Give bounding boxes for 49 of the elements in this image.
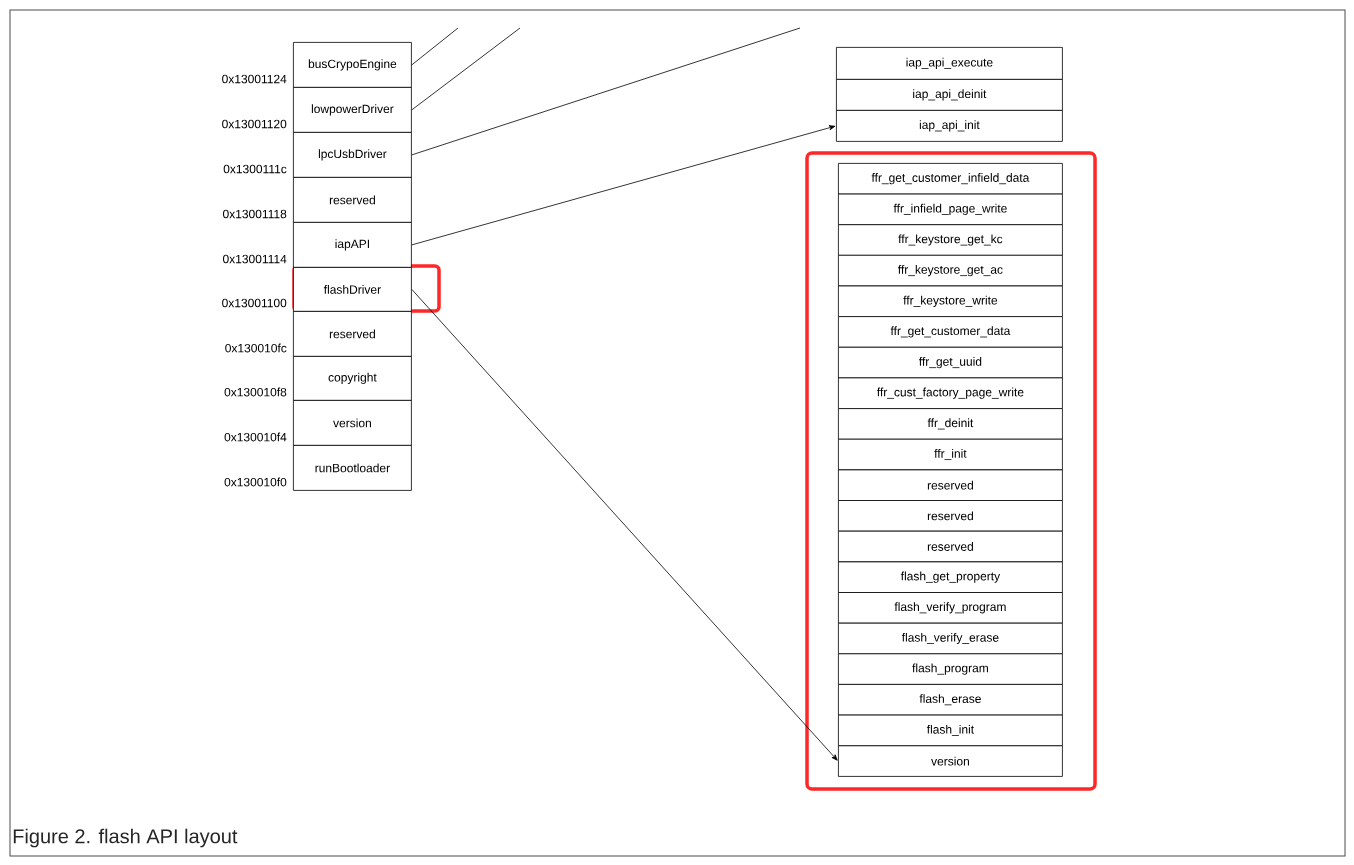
arrow [411,289,838,761]
memory-cell: reserved [838,469,1063,501]
arrow [411,125,836,246]
memory-cell: iap_api_deinit [836,79,1063,111]
memory-cell: flash_init [838,714,1063,747]
memory-cell: ffr_keystore_get_kc [838,224,1063,256]
memory-cell: ffr_get_customer_infield_data [838,163,1063,195]
memory-cell: ffr_init [838,438,1063,471]
address-label: 0x13001100 [222,298,287,308]
address-label: 0x130010f0 [224,477,287,487]
memory-cell: flash_verify_erase [838,622,1063,655]
memory-cell: ffr_cust_factory_page_write [838,377,1063,409]
memory-cell: ffr_deinit [838,408,1063,440]
memory-cell: flash_program [838,653,1063,685]
memory-cell: flash_get_property [838,561,1063,593]
memory-cell: iapAPI [293,222,412,268]
figure-caption: Figure 2. flash API layout [13,828,238,848]
connector-line [411,27,521,111]
memory-cell: lowpowerDriver [293,87,412,133]
memory-cell: version [838,745,1063,777]
address-label: 0x13001118 [223,209,287,219]
address-label: 0x1300111c [223,164,287,174]
memory-cell: ffr_get_uuid [838,346,1063,379]
memory-cell: ffr_infield_page_write [838,193,1063,226]
memory-cell: ffr_keystore_write [838,285,1063,317]
address-label: 0x13001114 [223,254,287,264]
address-label: 0x13001124 [222,74,287,84]
memory-cell: flash_verify_program [838,592,1063,624]
memory-cell: ffr_keystore_get_ac [838,254,1063,287]
address-label: 0x13001120 [222,119,287,129]
memory-cell: iap_api_execute [836,47,1063,80]
address-label: 0x130010fc [225,343,287,353]
memory-cell: ffr_get_customer_data [838,316,1063,348]
memory-cell: runBootloader [293,445,412,491]
memory-cell: reserved [293,177,412,223]
memory-cell: busCrypoEngine [293,42,412,88]
memory-cell: flash_erase [838,684,1063,716]
memory-cell: reserved [838,530,1063,563]
connector-line [411,27,801,156]
address-label: 0x130010f4 [224,432,287,442]
memory-cell: reserved [293,311,412,357]
memory-cell: iap_api_init [836,110,1063,142]
memory-cell: flashDriver [293,267,412,312]
memory-cell: version [293,400,412,446]
address-label: 0x130010f8 [224,387,287,397]
memory-cell: lpcUsbDriver [293,132,412,178]
memory-cell: reserved [838,500,1063,532]
connector-line [411,27,459,66]
memory-cell: copyright [293,356,412,401]
